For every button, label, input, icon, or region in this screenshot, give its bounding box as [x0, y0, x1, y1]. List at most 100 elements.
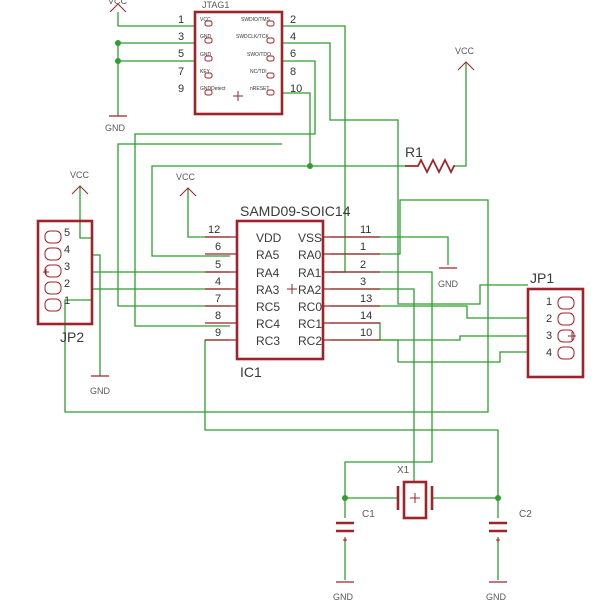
- jtag-signal: KEY: [200, 69, 211, 75]
- vcc-symbol-ic1: VCC: [176, 172, 197, 197]
- jtag-pin-number: 10: [290, 83, 302, 95]
- crystal-x1: X1: [396, 465, 434, 520]
- ic1-pin-number: 8: [215, 310, 221, 322]
- ic1-pin-name: RC5: [256, 300, 280, 314]
- jtag-pin-number: 9: [178, 83, 184, 95]
- c2-name: C2: [519, 509, 532, 520]
- x1-name: X1: [397, 465, 410, 476]
- jtag-pin-number: 2: [290, 14, 296, 26]
- wire-swo: [134, 60, 316, 327]
- ic1-pin-name: RA3: [256, 283, 280, 297]
- gnd-label: GND: [486, 592, 507, 600]
- jp2-pin-number: 1: [64, 295, 70, 307]
- jtag-pin-number: 1: [178, 14, 184, 26]
- resistor-r1: R1: [405, 144, 455, 175]
- jp1-pin-number: 1: [546, 296, 552, 308]
- jtag-pin-number: 3: [178, 31, 184, 43]
- wire-vss: [330, 236, 449, 265]
- junction-dot: [115, 58, 121, 64]
- ic1-pin-number: 9: [215, 327, 221, 339]
- jtag-pin-number: 8: [290, 66, 296, 78]
- jtag-signal: NC/TDI: [250, 69, 267, 75]
- wire-reset-ra5: [151, 165, 310, 257]
- ic1-pin-name: RC3: [256, 334, 280, 348]
- vcc-label: VCC: [70, 170, 90, 180]
- jtag-signal: SWO/TDO: [247, 52, 271, 58]
- jp2-pin-number: 5: [64, 227, 70, 239]
- ic1-pin-name: RA1: [298, 266, 322, 280]
- ic1-body: [235, 219, 325, 361]
- r1-name: R1: [405, 144, 423, 160]
- jp1-body: [526, 287, 585, 379]
- wire-ra0: [64, 199, 489, 413]
- ic1-pin-number: 12: [208, 224, 220, 236]
- ic1-name: IC1: [240, 364, 262, 380]
- jtag-left-pins: 1 3 5 7 9 VCC GND GND KEY GNDDetect: [178, 14, 226, 96]
- vcc-symbol-top: VCC: [108, 0, 128, 13]
- wire-swclk: [282, 42, 528, 305]
- ic1-pin-number: 14: [360, 310, 372, 322]
- jtag-name: JTAG1: [202, 0, 229, 10]
- wires: [64, 12, 528, 580]
- wire-vcc-top: [117, 12, 195, 27]
- jtag-signal: nRESET: [250, 86, 269, 92]
- ic1-pin-name: RA2: [298, 283, 322, 297]
- ic1-value: SAMD09-SOIC14: [240, 203, 351, 219]
- junction-dot: [115, 40, 121, 46]
- wire-jp2-vcc: [79, 186, 92, 239]
- jp1-pin-number: 2: [546, 313, 552, 325]
- jtag-signal: SWDCLK/TCK: [236, 34, 269, 40]
- gnd-symbol-jp2: GND: [90, 375, 111, 396]
- wire-x1-c2: [432, 497, 499, 518]
- jtag-signal: VCC: [200, 17, 211, 23]
- gnd-symbol-jtag: GND: [105, 115, 127, 133]
- junction-dot: [307, 163, 313, 169]
- vcc-label: VCC: [455, 46, 475, 56]
- jtag-body: [193, 10, 284, 116]
- junction-dot: [342, 495, 348, 501]
- wire-rc0: [330, 305, 528, 319]
- ic1-pin-name: RA5: [256, 248, 280, 262]
- ic1-pin-name: RC4: [256, 317, 280, 331]
- jp1-pin-number: 4: [546, 347, 552, 359]
- ic1-chip: SAMD09-SOIC14 IC1 12 6 5 4 7 8 9 VDD RA5…: [205, 203, 380, 380]
- ic1-pin-name: RA0: [298, 248, 322, 262]
- ic1-right-pins: 11 1 2 3 13 14 10 VSS RA0 RA1 RA2 RC0 RC…: [298, 224, 380, 348]
- jtag-signal: GNDDetect: [200, 86, 226, 92]
- ic1-pin-name: RC1: [298, 317, 322, 331]
- jtag-right-pins: 2 4 6 8 10 SWDIO/TMS SWDCLK/TCK SWO/TDO …: [236, 14, 302, 96]
- wire-jp2-gnd: [92, 254, 101, 376]
- ic1-pin-name: VDD: [256, 231, 282, 245]
- ic1-left-pins: 12 6 5 4 7 8 9 VDD RA5 RA4 RA3 RC5 RC4 R…: [205, 224, 282, 348]
- gnd-symbol-c2: GND: [486, 581, 507, 600]
- ic1-pin-number: 2: [360, 259, 366, 271]
- ic1-pin-number: 5: [215, 259, 221, 271]
- jtag-connector: JTAG1 1 3 5 7 9 VCC GND GND KEY GNDDetec…: [178, 0, 302, 116]
- capacitor-c1: C1: [336, 509, 375, 542]
- jp2-body: [36, 219, 94, 326]
- jtag-pin-number: 6: [290, 48, 296, 60]
- ic1-pin-number: 7: [215, 293, 221, 305]
- junctions: [115, 40, 501, 501]
- ic1-pin-number: 6: [215, 241, 221, 253]
- jtag-signal: GND: [200, 34, 212, 40]
- ic1-pin-number: 11: [360, 224, 371, 236]
- jp1-header: JP1 1 2 3 4: [526, 270, 585, 379]
- wire-ra1: [330, 271, 433, 498]
- jp2-pin-number: 3: [64, 261, 70, 273]
- jtag-pin-number: 7: [178, 66, 184, 78]
- capacitor-c2: C2: [489, 509, 532, 542]
- c1-name: C1: [362, 509, 375, 520]
- wire-rc5: [117, 143, 282, 307]
- jp2-pin-number: 2: [64, 278, 70, 290]
- jtag-pin-number: 4: [290, 31, 296, 43]
- wire-r1-vcc: [455, 62, 467, 167]
- jtag-pin-number: 5: [178, 48, 184, 60]
- vcc-symbol-jp2: VCC: [70, 170, 90, 195]
- jp2-header: 5 4 3 2 1 JP2: [36, 219, 94, 345]
- ic1-pin-number: 1: [360, 241, 366, 253]
- vcc-label: VCC: [176, 172, 196, 182]
- wire-nreset: [282, 92, 405, 167]
- vcc-symbol-r1: VCC: [455, 46, 475, 71]
